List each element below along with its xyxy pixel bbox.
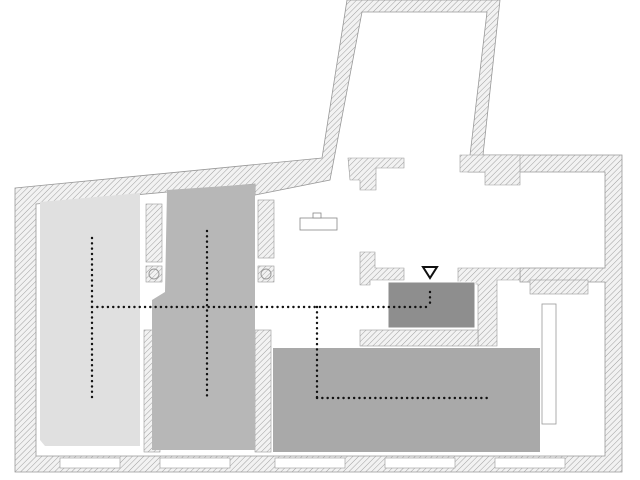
window-sill	[541, 303, 557, 425]
bottom-windows	[59, 457, 566, 469]
zone-light	[40, 193, 140, 446]
wall-stub	[459, 154, 521, 186]
zone-dark	[387, 281, 476, 329]
table-item	[312, 212, 322, 219]
zone-medium	[152, 184, 255, 450]
pier	[254, 329, 272, 453]
wall-stub	[359, 329, 479, 347]
column	[145, 265, 163, 283]
route-path	[90, 229, 489, 402]
wall-stub	[347, 157, 405, 191]
pier	[257, 199, 275, 259]
zone-large	[273, 348, 540, 452]
column	[260, 268, 272, 280]
column	[148, 268, 160, 280]
table	[299, 217, 338, 231]
wall-stub	[359, 251, 405, 286]
pier	[145, 203, 163, 263]
entry-triangle-icon	[421, 266, 439, 280]
window-sill	[529, 279, 589, 295]
walls	[14, 0, 623, 473]
column	[257, 265, 275, 283]
